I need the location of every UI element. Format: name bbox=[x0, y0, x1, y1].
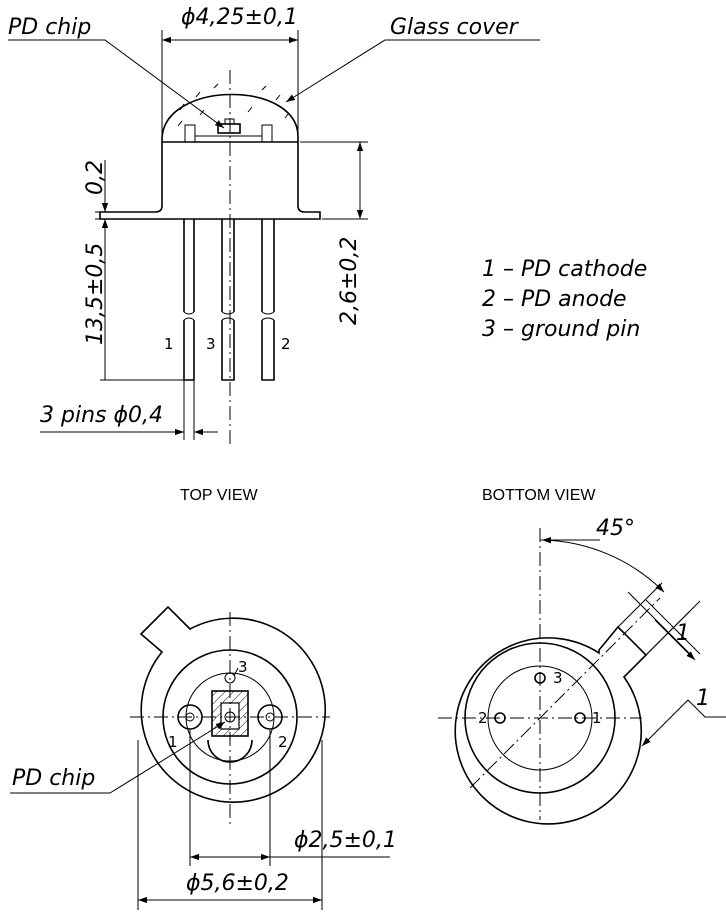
legend-line-1: 1 – PD cathode bbox=[482, 257, 647, 282]
legend-line-3: 3 – ground pin bbox=[482, 317, 640, 342]
tab-dim-a-label: 1 bbox=[676, 621, 690, 646]
post-left bbox=[184, 124, 196, 143]
bv-pin-1-number: 1 bbox=[592, 709, 602, 727]
side-pin-2-number: 2 bbox=[281, 335, 291, 353]
pins bbox=[183, 219, 275, 381]
glass-stipple bbox=[177, 83, 290, 127]
tv-base-outline bbox=[139, 605, 327, 803]
post-right bbox=[261, 124, 273, 143]
base-diameter-dim-label: ϕ5,6±0,2 bbox=[186, 871, 289, 896]
pin-legend: 1 – PD cathode 2 – PD anode 3 – ground p… bbox=[482, 257, 647, 342]
side-pin-1-number: 1 bbox=[164, 335, 174, 353]
bottom-view-title: BOTTOM VIEW bbox=[482, 487, 596, 504]
flange-dim-label: 0,2 bbox=[83, 160, 108, 195]
angle-label: 45° bbox=[596, 516, 635, 541]
pd-chip-element bbox=[217, 123, 241, 134]
legend-line-2: 2 – PD anode bbox=[482, 287, 627, 312]
body-height-label: 2,6±0,2 bbox=[337, 237, 362, 325]
bv-pin-3-number: 3 bbox=[553, 669, 563, 687]
tv-pin-3-number: 3 bbox=[238, 658, 248, 676]
top-view: TOP VIEW 1 2 3 PD chip ϕ2,5±0,1 bbox=[10, 487, 397, 910]
pin-circle-dim-label: ϕ2,5±0,1 bbox=[294, 828, 397, 853]
tab-dim-b-label: 1 bbox=[696, 686, 710, 711]
side-pin-3-number: 3 bbox=[206, 335, 216, 353]
header-flange bbox=[99, 205, 321, 220]
top-view-title: TOP VIEW bbox=[180, 487, 259, 504]
pd-chip-label-top: PD chip bbox=[8, 15, 91, 40]
lead-length-label: 13,5±0,5 bbox=[83, 243, 108, 345]
pd-chip-label-bottom: PD chip bbox=[12, 766, 95, 791]
pins-diameter-label: 3 pins ϕ0,4 bbox=[40, 403, 163, 428]
bv-pin-2-number: 2 bbox=[478, 709, 488, 727]
bv-base-outline bbox=[454, 625, 648, 825]
glass-cover-dome bbox=[161, 93, 299, 142]
tv-pin-2-number: 2 bbox=[278, 733, 288, 751]
pin-break-marks bbox=[183, 311, 275, 321]
bottom-view: BOTTOM VIEW 1 2 3 45° 1 1 bbox=[438, 487, 726, 825]
glass-cover-label: Glass cover bbox=[390, 15, 520, 40]
tv-pin-1-number: 1 bbox=[168, 733, 178, 751]
side-view: ϕ4,25±0,1 PD chip Glass cover 0,2 13,5±0… bbox=[8, 5, 647, 445]
cap-diameter-label: ϕ4,25±0,1 bbox=[181, 5, 298, 30]
